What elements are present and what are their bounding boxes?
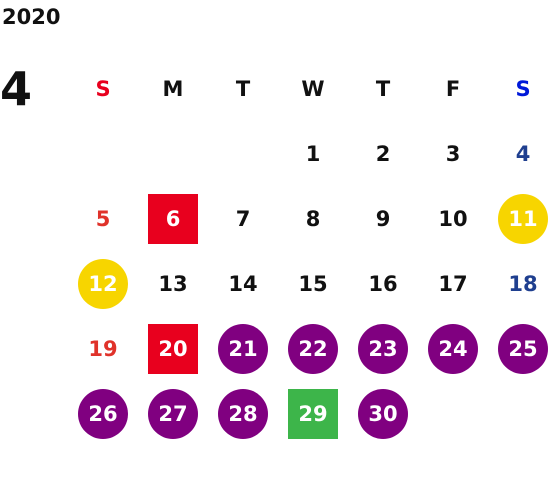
day-number: 12 (78, 258, 128, 309)
weekday-header: T (235, 76, 251, 101)
day-cell[interactable]: 17 (418, 251, 488, 316)
empty-day-cell (138, 121, 208, 186)
day-cell[interactable]: 10 (418, 186, 488, 251)
day-cell[interactable]: 21 (208, 316, 278, 381)
day-number: 27 (148, 388, 198, 439)
weekday-header: S (95, 76, 111, 101)
weekday-header: M (162, 76, 184, 101)
day-number: 22 (288, 323, 338, 374)
day-cell[interactable]: 16 (348, 251, 418, 316)
day-cell[interactable]: 7 (208, 186, 278, 251)
day-cell[interactable]: 29 (278, 381, 348, 446)
day-number: 5 (95, 206, 111, 231)
day-cell[interactable]: 13 (138, 251, 208, 316)
day-number: 28 (218, 388, 268, 439)
day-number: 29 (288, 388, 338, 439)
day-number: 6 (148, 193, 198, 244)
weekday-header: S (515, 76, 531, 101)
day-cell[interactable]: 26 (68, 381, 138, 446)
day-number: 17 (438, 271, 468, 296)
empty-day-cell (68, 121, 138, 186)
day-cell[interactable]: 9 (348, 186, 418, 251)
day-number: 4 (515, 141, 531, 166)
day-cell[interactable]: 4 (488, 121, 548, 186)
day-cell[interactable]: 23 (348, 316, 418, 381)
day-number: 8 (305, 206, 321, 231)
day-number: 25 (498, 323, 548, 374)
day-cell[interactable]: 30 (348, 381, 418, 446)
day-number: 20 (148, 323, 198, 374)
day-cell[interactable]: 18 (488, 251, 548, 316)
weekday-header: T (375, 76, 391, 101)
day-cell[interactable]: 25 (488, 316, 548, 381)
weekday-header: F (445, 76, 461, 101)
day-cell[interactable]: 5 (68, 186, 138, 251)
day-number: 30 (358, 388, 408, 439)
day-number: 3 (445, 141, 461, 166)
year-label: 2020 (2, 5, 61, 29)
day-cell[interactable]: 6 (138, 186, 208, 251)
day-cell[interactable]: 22 (278, 316, 348, 381)
day-number: 15 (298, 271, 328, 296)
day-cell[interactable]: 27 (138, 381, 208, 446)
day-number: 9 (375, 206, 391, 231)
day-cell[interactable]: 14 (208, 251, 278, 316)
month-label: 4 (0, 62, 33, 116)
day-number: 7 (235, 206, 251, 231)
day-number: 23 (358, 323, 408, 374)
day-cell[interactable]: 12 (68, 251, 138, 316)
day-number: 26 (78, 388, 128, 439)
empty-day-cell (208, 121, 278, 186)
day-cell[interactable]: 24 (418, 316, 488, 381)
day-number: 18 (508, 271, 538, 296)
day-cell[interactable]: 11 (488, 186, 548, 251)
day-cell[interactable]: 2 (348, 121, 418, 186)
weekday-header: W (301, 76, 325, 101)
day-number: 24 (428, 323, 478, 374)
day-number: 14 (228, 271, 258, 296)
day-number: 2 (375, 141, 391, 166)
day-number: 21 (218, 323, 268, 374)
day-cell[interactable]: 15 (278, 251, 348, 316)
day-cell[interactable]: 1 (278, 121, 348, 186)
day-cell[interactable]: 20 (138, 316, 208, 381)
day-cell[interactable]: 19 (68, 316, 138, 381)
day-number: 11 (498, 193, 548, 244)
day-number: 13 (158, 271, 188, 296)
day-number: 1 (305, 141, 321, 166)
day-number: 10 (438, 206, 468, 231)
day-number: 16 (368, 271, 398, 296)
day-cell[interactable]: 3 (418, 121, 488, 186)
day-number: 19 (88, 336, 118, 361)
day-cell[interactable]: 8 (278, 186, 348, 251)
day-cell[interactable]: 28 (208, 381, 278, 446)
